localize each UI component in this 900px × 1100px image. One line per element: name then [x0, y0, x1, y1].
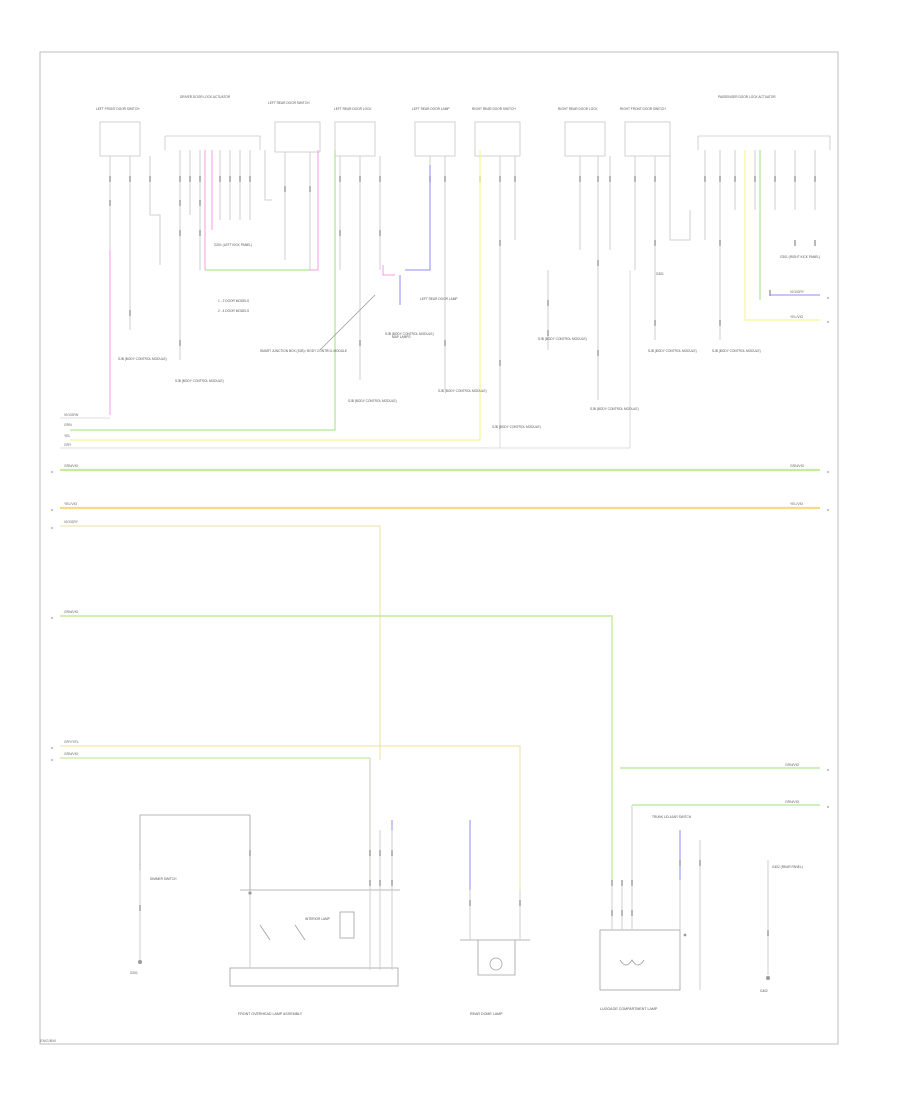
diagram-frame [39, 51, 839, 1045]
ref-5: SJB (BODY CONTROL MODULE) [492, 425, 541, 429]
blue-wires [391, 165, 820, 890]
ref-7: SJB (BODY CONTROL MODULE) [648, 349, 697, 353]
bus-green-2 [60, 615, 613, 880]
ref-4: SJB (BODY CONTROL MODULE) [438, 389, 487, 393]
label-bus-left-2: GRN [64, 423, 72, 427]
label-bus-green-4: GRN/VIO [785, 763, 800, 767]
label-bus-green-5: GRN/VIO [785, 800, 800, 804]
yellow-wires [70, 150, 820, 441]
label-right-yellow: YEL/VIO [790, 315, 804, 319]
bus-tan [60, 525, 381, 760]
top-vertical-wires [109, 150, 816, 430]
label-bus-orange-r: YEL/VIO [790, 502, 804, 506]
bottom-vertical-wires [139, 760, 769, 990]
ref-2: SJB (BODY CONTROL MODULE) [175, 379, 224, 383]
ref-8: SJB (BODY CONTROL MODULE) [712, 349, 761, 353]
component-titles: LEFT FRONT DOOR SWITCH DRIVER DOOR LOCK … [96, 95, 776, 111]
green-wires [70, 150, 820, 806]
left-rear-door-title: LEFT REAR DOOR SWITCH [268, 101, 310, 105]
pink-wires [109, 150, 395, 415]
ground-center-label: G301 [656, 272, 664, 276]
top-bus [60, 270, 631, 449]
ground-symbols [138, 891, 770, 980]
label-bus-green-2: GRN/VIO [64, 610, 79, 614]
label-bus-left-1: VIO/GRN [64, 413, 79, 417]
page-id: ENG/BM [40, 1038, 56, 1043]
rear-dome-bulb [489, 957, 503, 971]
left-rear-lamp-box [414, 121, 456, 157]
right-rear-door-title: RIGHT REAR DOOR SWITCH [472, 107, 516, 111]
top-components [99, 121, 831, 157]
callout-text: SMART JUNCTION BOX (SJB) / BODY CONTROL … [260, 349, 347, 353]
legend-line-1: 1 - 2 DOOR MODELS [218, 299, 249, 303]
label-bus-tan: VIO/GRY [64, 520, 79, 524]
sjb-refs-top: SJB (BODY CONTROL MODULE) SJB (BODY CONT… [118, 332, 761, 429]
passenger-lock-title: PASSENGER DOOR LOCK ACTUATOR [718, 95, 776, 99]
right-rear-door-box [474, 121, 521, 157]
driver-lock-bracket [164, 135, 261, 150]
bus-tan-2 [60, 745, 521, 890]
ref-9: SJB (BODY CONTROL MODULE) [538, 337, 587, 341]
ref-10: SJB (BODY CONTROL MODULE) [385, 332, 434, 336]
label-bus-left-4: GRY [64, 443, 72, 447]
legend: 1 - 2 DOOR MODELS 2 - 4 DOOR MODELS [218, 299, 249, 313]
overhead-lamp-housing [229, 967, 399, 987]
left-rear-lock-title: LEFT REAR DOOR LOCK [334, 107, 372, 111]
ground-left-icon [138, 960, 142, 964]
ref-6: SJB (BODY CONTROL MODULE) [590, 407, 639, 411]
passenger-lock-bracket [697, 135, 831, 150]
label-bus-orange: YEL/VIO [64, 502, 78, 506]
legend-line-2: 2 - 4 DOOR MODELS [218, 309, 249, 313]
label-bus-tan-2: GRY/YEL [64, 740, 79, 744]
lf-door-switch [99, 121, 141, 157]
left-rear-lamp-title: LEFT REAR DOOR LAMP [412, 107, 450, 111]
ref-1: SJB (BODY CONTROL MODULE) [118, 357, 167, 361]
cargo-lamp-label: LUGGAGE COMPARTMENT LAMP [600, 1007, 658, 1011]
rf-door-title: RIGHT FRONT DOOR SWITCH [620, 107, 666, 111]
lf-door-title: LEFT FRONT DOOR SWITCH [96, 107, 140, 111]
label-bus-green: GRN/VIO [64, 464, 79, 468]
bottom-stubs [139, 850, 769, 936]
left-junction-label: G201 (LEFT KICK PANEL) [214, 243, 252, 247]
driver-lock-title: DRIVER DOOR LOCK ACTUATOR [180, 95, 231, 99]
ref-3: SJB (BODY CONTROL MODULE) [348, 399, 397, 403]
label-right-blue: VIO/GRY [790, 290, 805, 294]
horizontal-bus [60, 468, 820, 890]
callout: SMART JUNCTION BOX (SJB) / BODY CONTROL … [260, 294, 411, 353]
label-bus-left-3: YEL [64, 434, 71, 438]
left-rear-door-box [274, 121, 321, 153]
ground-left-label: G201 [130, 971, 138, 975]
trunk-switch-label: TRUNK LID AJAR SWITCH [652, 815, 692, 819]
right-junction-label: G301 (RIGHT KICK PANEL) [780, 255, 820, 259]
bottom-labels: FRONT OVERHEAD LAMP ASSEMBLY REAR DOME L… [130, 243, 820, 1016]
side-markers [51, 297, 829, 808]
interior-switch-label: INTERIOR LAMP [305, 917, 330, 921]
lr-lamp-label: LEFT REAR DOOR LAMP [420, 297, 458, 301]
left-rear-lock-box [334, 121, 376, 157]
ground-right-icon [766, 976, 770, 980]
bus-labels: VIO/GRN GRN YEL GRY GRN/VIO GRN/VIO YEL/… [64, 290, 805, 804]
bus-green-3 [60, 757, 371, 880]
label-bus-green-3: GRN/VIO [64, 752, 79, 756]
rear-dome-label: REAR DOME LAMP [470, 1012, 503, 1016]
right-side-ref: G402 (REAR PANEL) [772, 865, 803, 869]
label-bus-green-r: GRN/VIO [790, 464, 805, 468]
overhead-lamp-label: FRONT OVERHEAD LAMP ASSEMBLY [238, 1012, 303, 1016]
right-rear-lock-box [564, 121, 606, 157]
right-rear-lock-title: RIGHT REAR DOOR LOCK [558, 107, 598, 111]
bottom-components [139, 814, 681, 991]
map-lamp-label: MAP LAMPS [392, 335, 411, 339]
ground-right-label: G402 [760, 989, 768, 993]
rf-door-box [624, 121, 671, 157]
dimmer-label: DIMMER SWITCH [150, 877, 177, 881]
cargo-switch-box [599, 929, 681, 991]
connector-stubs [109, 176, 816, 366]
